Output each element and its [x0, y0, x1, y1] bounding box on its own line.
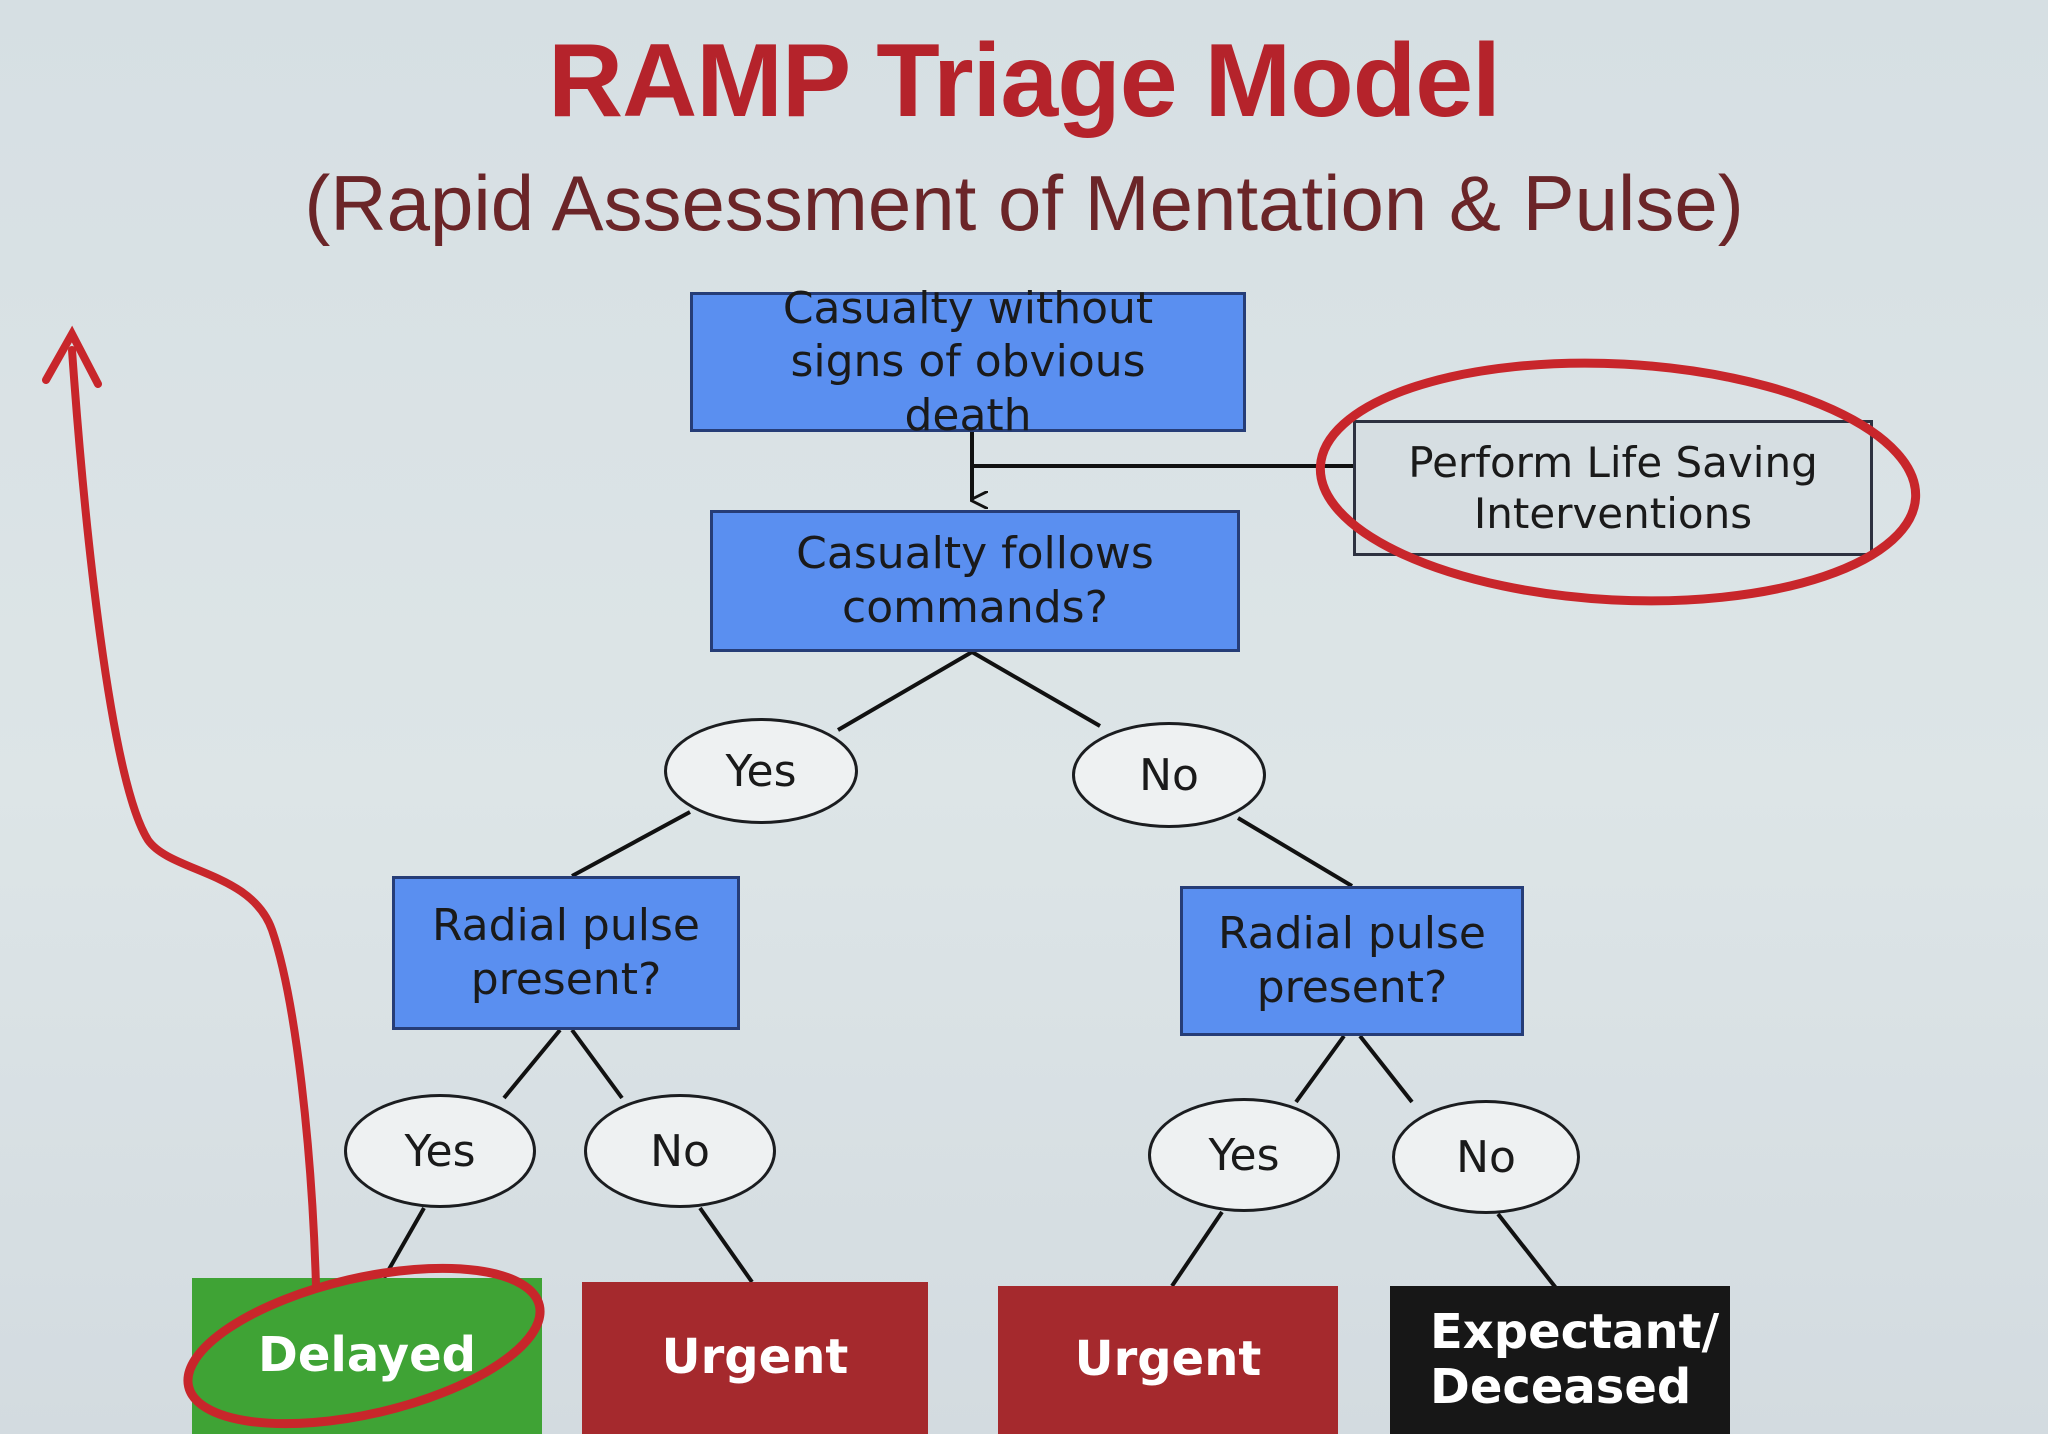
decision-yes-right-label: Yes	[1208, 1129, 1280, 1181]
annotation-circle-life-saving	[1315, 358, 1921, 606]
page-title: RAMP Triage Model	[548, 23, 1501, 139]
category-urgent-left-label: Urgent	[661, 1329, 849, 1386]
connector-yes-to-left-pulse	[571, 810, 691, 878]
page-subtitle: (Rapid Assessment of Mentation & Pulse)	[304, 159, 1744, 247]
decision-yes-top-label: Yes	[725, 745, 797, 797]
connector-commands-to-yes	[836, 650, 974, 732]
category-expectant-deceased: Expectant/ Deceased	[1390, 1286, 1730, 1434]
node-radial-pulse-left-label: Radial pulse present?	[432, 900, 700, 1005]
connector-right-pulse-to-yes	[1294, 1034, 1346, 1104]
node-radial-pulse-right-label: Radial pulse present?	[1218, 908, 1486, 1013]
connector-no-to-right-pulse	[1236, 816, 1354, 888]
annotation-arrow-head-icon	[42, 325, 102, 388]
connector-yes-to-urgent-right	[1170, 1210, 1224, 1288]
annotation-circle-delayed	[183, 1263, 545, 1429]
decision-yes-left: Yes	[344, 1094, 536, 1208]
decision-yes-left-label: Yes	[404, 1125, 476, 1177]
decision-no-left-label: No	[650, 1125, 710, 1177]
category-delayed-label: Delayed	[258, 1327, 476, 1384]
connector-left-pulse-to-yes	[502, 1028, 562, 1100]
decision-no-top: No	[1072, 722, 1266, 828]
node-radial-pulse-right: Radial pulse present?	[1180, 886, 1524, 1036]
connector-no-to-urgent-left	[698, 1206, 754, 1284]
connector-commands-to-no	[970, 650, 1102, 728]
decision-no-right: No	[1392, 1100, 1580, 1214]
category-urgent-left: Urgent	[582, 1282, 928, 1434]
decision-yes-right: Yes	[1148, 1098, 1340, 1212]
connector-no-to-expectant	[1496, 1212, 1558, 1290]
decision-no-left: No	[584, 1094, 776, 1208]
decision-no-right-label: No	[1456, 1131, 1516, 1183]
category-urgent-right-label: Urgent	[1074, 1331, 1262, 1388]
node-casualty-without-signs: Casualty without signs of obvious death	[690, 283, 1246, 441]
decision-no-top-label: No	[1139, 749, 1199, 801]
connector-left-pulse-to-no	[570, 1028, 624, 1100]
node-perform-life-saving-label: Perform Life Saving Interventions	[1408, 437, 1818, 538]
decision-yes-top: Yes	[664, 718, 858, 824]
node-casualty-without-signs-label: Casualty without signs of obvious death	[782, 282, 1154, 441]
node-perform-life-saving: Perform Life Saving Interventions	[1353, 420, 1873, 556]
annotation-arrow-curve	[68, 346, 320, 1290]
node-follows-commands: Casualty follows commands?	[710, 510, 1240, 652]
category-expectant-deceased-label: Expectant/ Deceased	[1430, 1303, 1720, 1415]
connector-right-pulse-to-no	[1358, 1034, 1414, 1104]
connector-yes-to-delayed	[382, 1207, 426, 1279]
category-urgent-right: Urgent	[998, 1286, 1338, 1434]
node-follows-commands-label: Casualty follows commands?	[796, 528, 1154, 633]
node-radial-pulse-left: Radial pulse present?	[392, 876, 740, 1030]
category-delayed: Delayed	[192, 1278, 542, 1434]
